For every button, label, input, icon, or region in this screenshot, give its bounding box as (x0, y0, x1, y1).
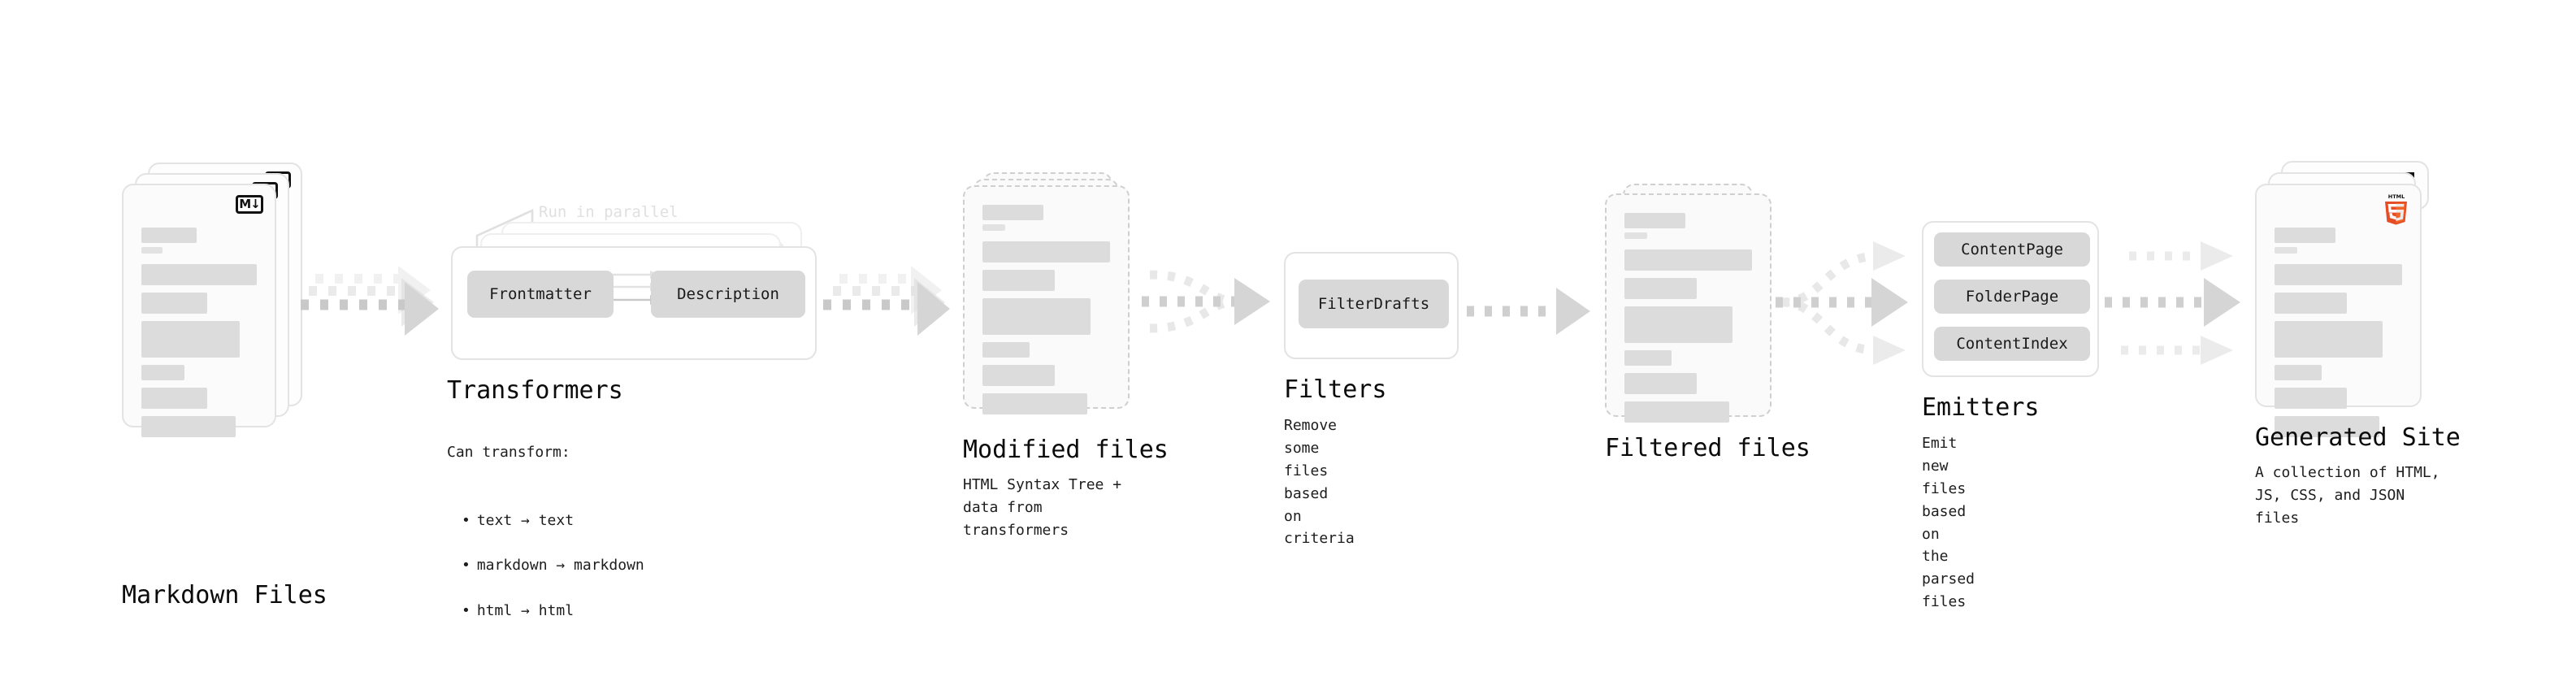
skeleton-bar (982, 298, 1091, 335)
chip-contentpage[interactable]: ContentPage (1934, 232, 2090, 267)
skeleton-bar (982, 393, 1087, 414)
skeleton-bar (141, 264, 257, 285)
chip-frontmatter[interactable]: Frontmatter (467, 271, 614, 318)
skeleton-bar (982, 342, 1030, 358)
html5-icon: HTML (2383, 192, 2410, 225)
site-card-front: HTML (2255, 184, 2422, 437)
filters-group-box: FilterDrafts (1284, 252, 1459, 359)
stage-caption-transformers: Can transform: text → text markdown → ma… (447, 419, 644, 668)
chip-contentindex[interactable]: ContentIndex (1934, 327, 2090, 361)
stage-modified-files: Modified files HTML Syntax Tree + data f… (963, 172, 1169, 539)
skeleton-bar (2275, 416, 2379, 437)
arrow-converge-icon (1142, 270, 1270, 333)
generated-site-stack: CSS HTML (2255, 161, 2450, 437)
filtered-card-front (1605, 193, 1772, 423)
modified-file-stack (963, 172, 1142, 429)
skeleton-bar (982, 205, 1044, 220)
stage-title-generated-site: Generated Site (2255, 423, 2461, 452)
arrow-icon (301, 266, 439, 336)
skeleton-bar (1624, 232, 1648, 239)
transform-item: markdown → markdown (462, 554, 644, 577)
skeleton-bar (2275, 247, 2298, 254)
stage-title-emitters: Emitters (1922, 393, 2040, 422)
skeleton-bar (982, 270, 1056, 291)
stage-title-transformers: Transformers (447, 376, 623, 405)
skeleton-bar (2275, 293, 2348, 314)
stage-title-filtered-files: Filtered files (1605, 434, 1811, 462)
stage-title-modified-files: Modified files (963, 436, 1169, 464)
skeleton-bar (2275, 388, 2348, 409)
arrow-transformers-to-modified (817, 264, 963, 345)
transformer-group-front: Frontmatter Description (451, 246, 817, 360)
skeleton-bar (982, 224, 1006, 231)
skeleton-bar (1624, 278, 1698, 299)
transform-item: html → html (462, 600, 644, 622)
skeleton-bar (141, 365, 184, 380)
skeleton-bar (141, 293, 207, 314)
emitters-group-box: ContentPage FolderPage ContentIndex (1922, 221, 2099, 377)
stage-caption-modified-files: HTML Syntax Tree + data from transformer… (963, 476, 1122, 539)
arrow-filtered-to-emitters (1776, 232, 1922, 374)
modified-card-front (963, 185, 1130, 414)
chip-description[interactable]: Description (651, 271, 805, 318)
skeleton-lines (982, 205, 1110, 422)
arrow-icon (1467, 288, 1590, 335)
skeleton-bar (1624, 350, 1672, 366)
skeleton-bar (982, 241, 1110, 262)
skeleton-bar (141, 388, 207, 409)
arrow-modified-to-filters (1142, 260, 1288, 349)
stage-caption-generated-site: A collection of HTML, JS, CSS, and JSON … (2255, 464, 2440, 527)
skeleton-bar (141, 416, 236, 437)
chip-filterdrafts[interactable]: FilterDrafts (1299, 280, 1449, 328)
transform-item: text → text (462, 510, 644, 532)
skeleton-bar (2275, 321, 2383, 358)
skeleton-lines (2275, 228, 2402, 445)
skeleton-bar (1624, 373, 1698, 394)
arrow-markdown-to-transformers (301, 264, 455, 345)
skeleton-lines (1624, 213, 1752, 430)
skeleton-bar (1624, 306, 1733, 343)
stage-caption-filters: Remove some files based on criteria (1284, 417, 1355, 548)
chip-folderpage[interactable]: FolderPage (1934, 280, 2090, 314)
skeleton-bar (2275, 228, 2336, 243)
arrow-icon (2105, 241, 2240, 365)
skeleton-bar (2275, 365, 2322, 380)
arrow-emitters-to-site (2105, 232, 2255, 374)
stage-caption-emitters: Emit new files based on the parsed files (1922, 435, 1975, 611)
markdown-card-front: M↓ (122, 184, 276, 437)
skeleton-bar (141, 321, 240, 358)
svg-text:HTML: HTML (2388, 193, 2405, 200)
stage-title-markdown-files: Markdown Files (122, 581, 327, 609)
transform-list: text → text markdown → markdown html → h… (447, 487, 644, 645)
skeleton-bar (1624, 213, 1686, 228)
arrow-diverge-icon (1776, 241, 1908, 365)
stage-generated-site: CSS HTML (2255, 161, 2461, 527)
caption-heading: Can transform: (447, 443, 570, 461)
skeleton-bar (1624, 401, 1729, 423)
stage-title-filters: Filters (1284, 375, 1387, 404)
markdown-icon: M↓ (236, 195, 263, 214)
arrow-filters-to-filtered (1467, 283, 1601, 340)
stage-markdown-files: M↓ M↓ M↓ Markdown Files (122, 163, 327, 609)
html5-shield-icon: HTML (2385, 193, 2407, 225)
skeleton-bar (982, 365, 1056, 386)
skeleton-bar (141, 247, 163, 254)
stage-filtered-files: Filtered files (1605, 184, 1811, 462)
skeleton-bar (1624, 249, 1752, 271)
arrow-icon (823, 266, 950, 336)
skeleton-lines (141, 228, 257, 445)
markdown-file-stack: M↓ M↓ M↓ (122, 163, 309, 437)
skeleton-bar (141, 228, 197, 243)
filtered-file-stack (1605, 184, 1784, 429)
run-in-parallel-label: Run in parallel (539, 203, 679, 221)
skeleton-bar (2275, 264, 2402, 285)
